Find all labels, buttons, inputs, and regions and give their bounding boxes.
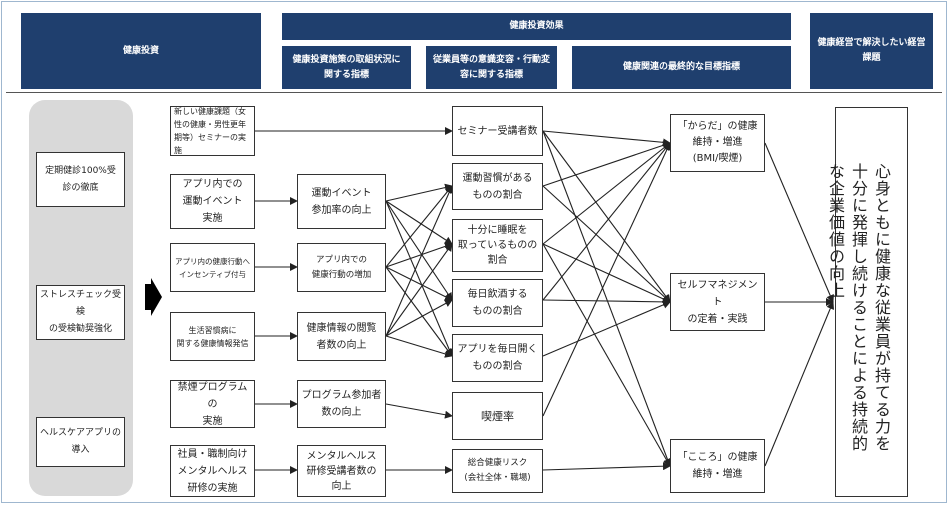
behavior-indicator-box: 毎日飲酒する ものの割合: [452, 279, 543, 327]
measure-box: 社員・職制向け メンタルヘルス 研修の実施: [170, 445, 255, 497]
header-separator: [6, 92, 942, 93]
measure-box: 新しい健康課題（女 性の健康・男性更年 期等）セミナーの実施: [170, 106, 255, 156]
header-behavior-indicators: 従業員等の意識変容・行動変 容に関する指標: [426, 46, 557, 89]
management-issue-text: 心身ともに健康な従業員が持てる力を十分に発揮し続けることによる持続的な企業価値の…: [826, 163, 891, 452]
header-investment: 健康投資: [21, 13, 261, 89]
investment-box: 定期健診100%受 診の徹底: [36, 152, 125, 207]
investment-box: ストレスチェック受検 の受検勧奨強化: [36, 285, 125, 340]
management-issue-box: 心身ともに健康な従業員が持てる力を十分に発揮し続けることによる持続的な企業価値の…: [826, 107, 908, 497]
final-indicator-box: セルフマネジメント の定着・実践: [670, 273, 765, 331]
behavior-indicator-box: セミナー受講者数: [452, 106, 543, 156]
behavior-indicator-box: 総合健康リスク (会社全体・職場): [452, 449, 543, 493]
measure-box: 禁煙プログラムの 実施: [170, 380, 255, 428]
header-final-indicators: 健康関連の最終的な目標指標: [572, 46, 791, 89]
behavior-indicator-box: 十分に睡眠を 取っているものの 割合: [452, 219, 543, 272]
measure-indicator-box: 健康情報の閲覧 者数の向上: [297, 312, 386, 361]
behavior-indicator-box: アプリを毎日開く ものの割合: [452, 334, 543, 382]
header-measure-indicators: 健康投資施策の取組状況に 関する指標: [282, 46, 411, 89]
measure-box: アプリ内での 運動イベント 実施: [170, 174, 255, 229]
measure-box: 生活習慣病に 関する健康情報発信: [170, 312, 255, 361]
behavior-indicator-box: 喫煙率: [452, 392, 543, 440]
header-management-issues: 健康経営で解決したい経営 課題: [810, 13, 933, 89]
measure-indicator-box: 運動イベント 参加率の向上: [297, 174, 386, 229]
measure-indicator-box: アプリ内での 健康行動の増加: [297, 243, 386, 292]
final-indicator-box: 「からだ」の健康 維持・増進 (BMI/喫煙): [670, 114, 765, 172]
measure-indicator-box: メンタルヘルス 研修受講者数の 向上: [297, 445, 386, 497]
measure-indicator-box: プログラム参加者 数の向上: [297, 380, 386, 428]
behavior-indicator-box: 運動習慣がある ものの割合: [452, 163, 543, 210]
header-effects: 健康投資効果: [282, 13, 791, 40]
investment-box: ヘルスケアアプリの 導入: [36, 417, 125, 467]
final-indicator-box: 「こころ」の健康 維持・増進: [670, 439, 765, 493]
measure-box: アプリ内の健康行動へ インセンティブ付与: [170, 243, 255, 292]
